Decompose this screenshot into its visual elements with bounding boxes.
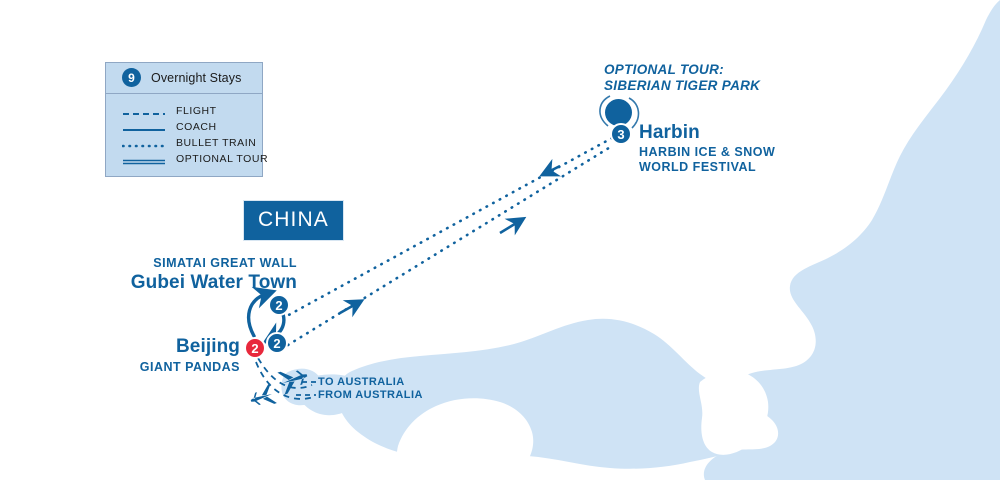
beijing-giant-pandas-caption: GIANT PANDAS	[139, 360, 240, 374]
city-label-beijing: Beijing	[175, 336, 240, 357]
harbin-optional-tour-label: OPTIONAL TOUR: SIBERIAN TIGER PARK	[604, 62, 760, 94]
dotted-line-icon	[121, 138, 167, 148]
pin-beijing[interactable]: 2	[244, 337, 266, 359]
bullet-train-harbin-to-beijing	[283, 136, 614, 319]
bullet-train-arrow-westbound	[539, 158, 562, 177]
legend-label-bullet-train: BULLET TRAIN	[176, 137, 257, 149]
legend-label-coach: COACH	[176, 121, 217, 133]
harbin-optional-tour-line1: OPTIONAL TOUR:	[604, 62, 724, 77]
overnight-stays-label: Overnight Stays	[151, 70, 242, 85]
optional-tour-harbin-right	[628, 97, 640, 129]
harbin-festival-caption: HARBIN ICE & SNOW WORLD FESTIVAL	[639, 145, 775, 175]
optional-tour-harbin-left	[599, 95, 611, 127]
bullet-train-beijing-to-harbin	[286, 144, 614, 347]
legend-row-flight: FLIGHT	[122, 103, 254, 119]
pin-harbin[interactable]: 3	[610, 123, 632, 145]
legend-label-flight: FLIGHT	[176, 105, 217, 117]
siberian-tiger-park-dot	[605, 99, 632, 126]
land-korea-peninsula	[698, 370, 769, 455]
legend-label-optional-tour: OPTIONAL TOUR	[176, 153, 269, 165]
overnight-stays-badge: 9	[122, 68, 141, 87]
legend-row-optional-tour: OPTIONAL TOUR	[122, 151, 268, 167]
city-label-gubei-water-town: Gubei Water Town	[130, 272, 297, 293]
legend-row-bullet-train: BULLET TRAIN	[121, 135, 257, 151]
flight-label-to-australia: TO AUSTRALIA	[318, 376, 405, 388]
country-label-china: CHINA	[243, 200, 344, 241]
legend-row-coach: COACH	[122, 119, 254, 135]
city-label-harbin: Harbin	[639, 122, 700, 143]
coach-beijing-to-gubei	[246, 286, 277, 338]
legend-overnight-row: 9 Overnight Stays	[106, 63, 262, 94]
harbin-festival-line1: HARBIN ICE & SNOW	[639, 145, 776, 159]
solid-line-icon	[122, 122, 166, 132]
pin-beijing-rail[interactable]: 2	[266, 332, 288, 354]
flight-to-australia	[257, 357, 313, 389]
double-line-icon	[122, 154, 166, 165]
dashed-line-icon	[122, 106, 166, 116]
land-shandong-peninsula	[396, 398, 534, 480]
harbin-optional-tour-line2: SIBERIAN TIGER PARK	[604, 77, 761, 93]
land-small-island	[750, 421, 767, 435]
water-east-sea	[703, 0, 1000, 480]
bullet-train-arrow-eastbound-2	[499, 216, 527, 236]
flight-from-australia	[255, 361, 315, 400]
plane-icon-outbound	[277, 370, 308, 395]
simatai-great-wall-caption: SIMATAI GREAT WALL	[153, 256, 297, 270]
harbin-festival-line2: WORLD FESTIVAL	[639, 159, 757, 174]
map-legend: 9 Overnight Stays FLIGHT COACH	[105, 62, 268, 177]
flight-label-from-australia: FROM AUSTRALIA	[318, 389, 423, 401]
pin-gubei-water-town[interactable]: 2	[268, 294, 290, 316]
plane-icon-inbound	[250, 383, 277, 405]
legend-key-rows: FLIGHT COACH BULLET TRAIN	[106, 94, 268, 176]
bullet-train-arrow-eastbound-1	[339, 299, 365, 318]
